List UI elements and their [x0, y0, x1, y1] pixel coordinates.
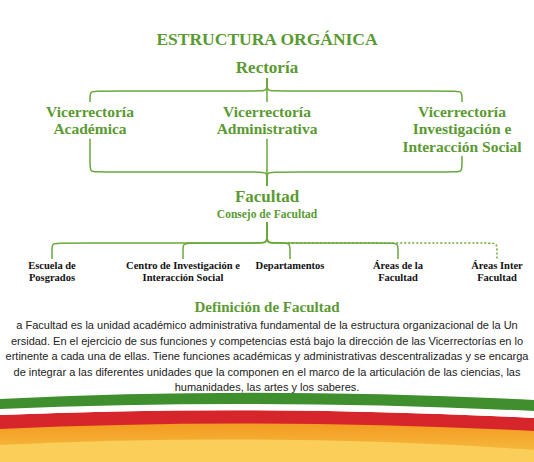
org-unit: Centro de Investigación e Interacción So… — [112, 259, 254, 285]
org-unit: Departamentos — [242, 259, 338, 273]
org-unit: Rectoría — [202, 57, 332, 78]
green-band — [0, 393, 534, 411]
unit-name: Centro de Investigación e Interacción So… — [112, 260, 254, 284]
unit-name: Escuela de Posgrados — [16, 260, 88, 284]
connector-line — [267, 156, 462, 186]
org-unit: Áreas de la Facultad — [365, 259, 431, 285]
unit-name: Áreas de la Facultad — [365, 260, 431, 284]
connector-line — [90, 78, 267, 102]
unit-name: Facultad — [182, 187, 352, 206]
connector-line — [52, 222, 267, 259]
org-unit: FacultadConsejo de Facultad — [182, 186, 352, 222]
connector-line — [267, 222, 497, 259]
connector-line — [90, 139, 267, 186]
yellow-band — [0, 440, 534, 462]
unit-name: Rectoría — [202, 58, 332, 77]
connector-line — [267, 222, 290, 259]
org-unit: Escuela de Posgrados — [16, 259, 88, 285]
unit-name: Vicerrectoría Investigación e Interacció… — [392, 103, 532, 155]
unit-name: Departamentos — [242, 260, 338, 272]
unit-name: Vicerrectoría Administrativa — [204, 103, 330, 138]
definition-text: a Facultad es la unidad académico admini… — [4, 318, 530, 396]
diagram-title: ESTRUCTURA ORGÁNICA — [0, 29, 534, 50]
connector-line — [183, 222, 267, 259]
org-unit: Vicerrectoría Académica — [29, 102, 151, 139]
org-unit: Vicerrectoría Administrativa — [204, 102, 330, 139]
connector-line — [267, 78, 462, 102]
unit-name: Vicerrectoría Académica — [29, 103, 151, 138]
section-heading: Definición de Facultad — [0, 298, 534, 316]
unit-name: Áreas Inter Facultad — [466, 260, 528, 284]
org-unit: Vicerrectoría Investigación e Interacció… — [392, 102, 532, 156]
connector-line — [267, 222, 398, 259]
org-unit: Áreas Inter Facultad — [466, 259, 528, 285]
orange-band — [0, 422, 534, 462]
unit-name: Consejo de Facultad — [182, 208, 352, 221]
